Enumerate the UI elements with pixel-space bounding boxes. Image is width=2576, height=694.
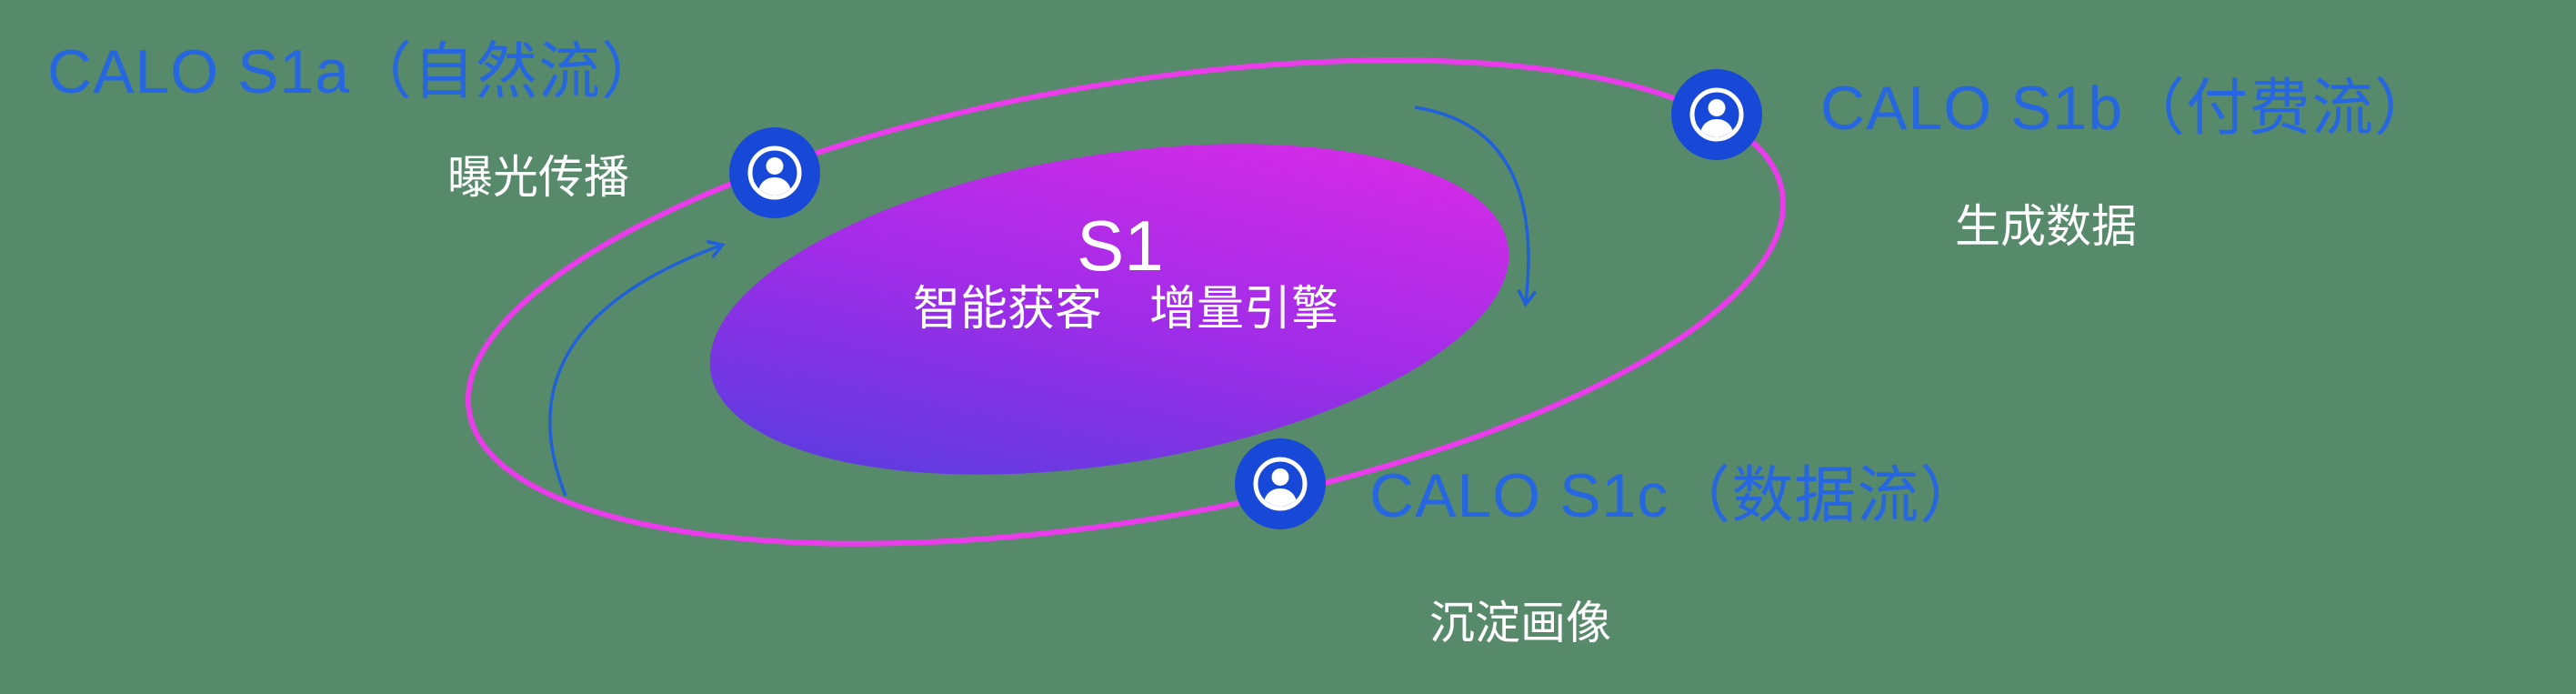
user-in-circle-icon — [1671, 69, 1762, 160]
user-icon — [729, 127, 820, 218]
center-title: S1 — [1077, 206, 1164, 286]
user-in-circle-icon — [1235, 438, 1326, 529]
user-in-circle-icon — [729, 127, 820, 218]
center-subtitle: 智能获客 增量引擎 — [912, 283, 1339, 336]
node-s1c-title: CALO S1c（数据流） — [1369, 461, 1983, 530]
node-s1c-subtitle: 沉淀画像 — [1429, 598, 1611, 649]
user-icon — [1235, 438, 1326, 529]
node-s1a-title: CALO S1a（自然流） — [47, 37, 665, 106]
node-s1b-subtitle: 生成数据 — [1955, 201, 2137, 252]
flow-arrow-right — [1414, 106, 1537, 307]
user-icon — [1671, 69, 1762, 160]
node-s1b-title: CALO S1b（付费流） — [1820, 74, 2438, 143]
flow-arrow-left — [548, 239, 726, 497]
orbit-ring — [465, 57, 1787, 547]
center-ellipse — [709, 144, 1509, 475]
node-s1a-subtitle: 曝光传播 — [447, 152, 629, 203]
